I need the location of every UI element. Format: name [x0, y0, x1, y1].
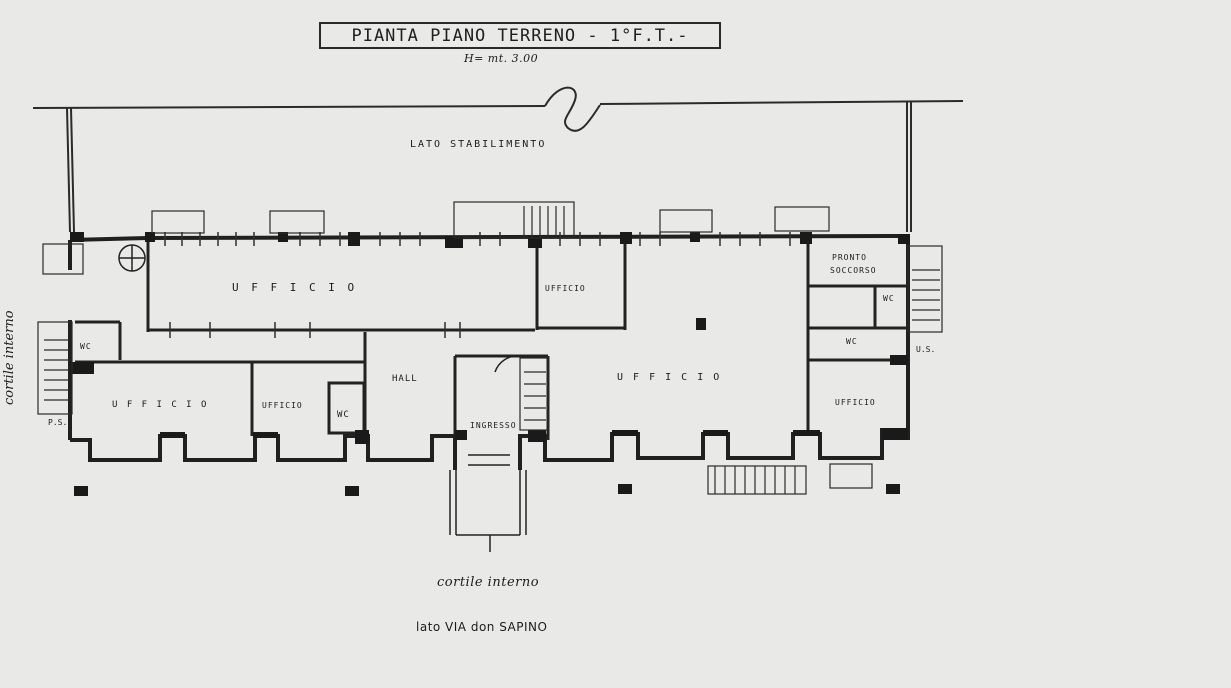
label-cortile-bottom: cortile interno	[437, 575, 540, 590]
stairs	[37, 201, 943, 495]
pillars	[70, 232, 910, 496]
room-hall: HALL	[392, 374, 418, 384]
label-cortile-left: cortile interno	[2, 310, 17, 405]
room-wc-right-mid: WC	[846, 337, 858, 346]
room-ufficio-left: U F F I C I O	[112, 400, 209, 410]
room-ufficio-right-center: U F F I C I O	[617, 372, 722, 383]
plan-title: PIANTA PIANO TERRENO - 1°F.T.-	[319, 22, 721, 49]
height-note: H= mt. 3.00	[464, 52, 539, 65]
room-wc-left: WC	[80, 342, 92, 351]
spiral-stair	[118, 244, 521, 373]
room-ufficio-main: U F F I C I O	[232, 281, 358, 294]
label-lato-via: lato VIA don SAPINO	[416, 620, 548, 634]
entrance-porch	[449, 454, 527, 552]
mark-ps: P.S.	[48, 418, 68, 427]
label-lato-stabilimento: LATO STABILIMENTO	[410, 139, 547, 150]
room-ingresso: INGRESSO	[470, 421, 517, 430]
site-boundary	[32, 86, 964, 233]
room-ufficio-left-small: UFFICIO	[262, 401, 303, 410]
interior-walls	[75, 236, 908, 440]
room-pronto-soccorso-line1: PRONTO	[832, 253, 867, 262]
room-pronto-soccorso-line2: SOCCORSO	[830, 266, 877, 275]
outer-walls	[68, 233, 910, 470]
room-wc-center: WC	[337, 410, 350, 420]
wall-openings	[164, 232, 791, 338]
room-wc-right-top: WC	[883, 294, 895, 303]
mark-us: U.S.	[916, 345, 936, 354]
room-ufficio-small-top: UFFICIO	[545, 284, 586, 293]
room-ufficio-right: UFFICIO	[835, 398, 876, 407]
